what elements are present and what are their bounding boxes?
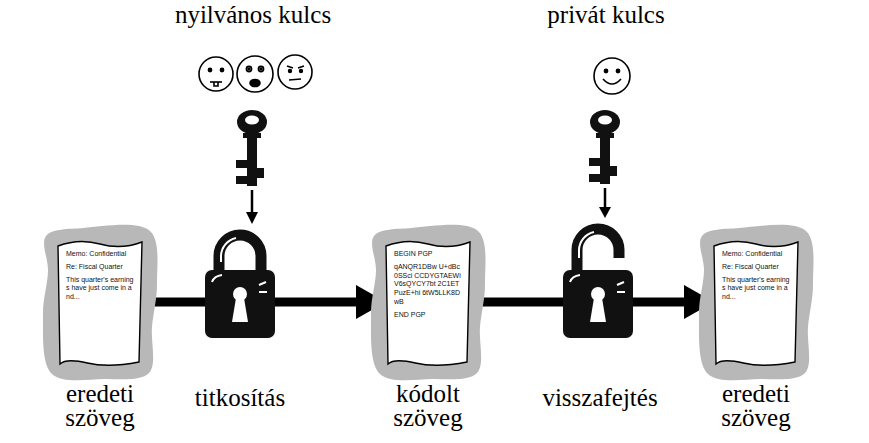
face-group: [594, 58, 630, 94]
closed-padlock: [205, 235, 275, 338]
face: [594, 58, 630, 94]
key-label: privát kulcs: [496, 3, 716, 27]
open-padlock: [563, 229, 633, 338]
face-eye: [616, 69, 619, 72]
key-ring: [237, 110, 267, 134]
paper-group: [699, 225, 814, 381]
document-body: Memo: ConfidentialRe: Fiscal QuarterThis…: [714, 240, 798, 312]
face-eye: [208, 68, 211, 71]
key-bit: [589, 158, 601, 166]
padlock-highlight: [221, 238, 236, 262]
document-body: BEGIN PGP qANQR1DBw U+dBc0SSci CCDYGTAEWi…: [386, 240, 470, 329]
face-mouth: [289, 79, 301, 80]
key-bit: [257, 168, 264, 178]
face-eye: [604, 69, 607, 72]
key-bit: [236, 160, 248, 168]
face-pupil: [248, 68, 250, 70]
padlock-shackle: [577, 229, 619, 274]
step-label: titkosítás: [155, 386, 325, 410]
document-caption: eredeti szöveg: [691, 382, 821, 430]
document-text: This quarter's earnings have just come i…: [722, 276, 791, 302]
document-text: qANQR1DBw U+dBc0SSci CCDYGTAEWi V6sQYCY7…: [394, 263, 463, 307]
key-arrow: [251, 190, 254, 214]
document-text: Re: Fiscal Quarter: [722, 263, 791, 272]
face-brow: [287, 66, 304, 68]
document-page: BEGIN PGP qANQR1DBw U+dBc0SSci CCDYGTAEWi…: [386, 240, 470, 364]
document-page: Memo: ConfidentialRe: Fiscal QuarterThis…: [714, 240, 798, 364]
padlock-highlight: [570, 275, 580, 282]
face-eye: [246, 66, 251, 71]
face-mouth: [210, 81, 222, 83]
key-shaft: [600, 136, 610, 184]
paper-group: [43, 225, 158, 381]
face: [237, 56, 273, 92]
face-eye: [258, 66, 263, 71]
padlock-shackle: [219, 235, 261, 276]
paper-outline: [386, 241, 470, 365]
face-eye: [300, 70, 303, 73]
key-hole: [598, 116, 612, 125]
padlock-highlight: [259, 282, 267, 292]
face-mouth: [603, 79, 621, 84]
key-bit: [610, 166, 617, 176]
step-label: visszafejtés: [515, 386, 685, 410]
key-arrow-head: [599, 207, 611, 218]
face-mouth: [250, 80, 260, 87]
padlock-body: [563, 270, 633, 338]
key-bit: [589, 174, 601, 182]
key-arrow: [604, 188, 607, 209]
paper-shadow: [43, 225, 158, 381]
face-pupil: [260, 68, 262, 70]
key-ring: [590, 110, 620, 134]
key-symbol: [589, 110, 620, 184]
face-eye: [289, 70, 292, 73]
key-bit: [236, 176, 248, 184]
document-page: Memo: ConfidentialRe: Fiscal QuarterThis…: [58, 240, 142, 364]
key-label: nyilvános kulcs: [143, 3, 363, 27]
document-text: END PGP: [394, 311, 463, 320]
document-text: This quarter's earnings have just come i…: [66, 276, 135, 302]
face-group: [199, 55, 312, 92]
key-hole: [245, 116, 259, 125]
document-text: Re: Fiscal Quarter: [66, 263, 135, 272]
key-shaft: [247, 136, 257, 186]
paper-sheet: [40, 222, 160, 382]
padlock-highlight: [579, 232, 594, 258]
paper-sheet: [368, 222, 488, 382]
document-body: Memo: ConfidentialRe: Fiscal QuarterThis…: [58, 240, 142, 312]
face: [199, 57, 233, 91]
paper-sheet: [696, 222, 816, 382]
paper-shadow: [371, 225, 486, 381]
paper-outline: [58, 241, 142, 365]
face-eye: [220, 68, 223, 71]
key-symbol: [236, 110, 267, 186]
padlock-highlight: [617, 282, 625, 292]
face-tongue: [214, 82, 218, 86]
padlock-keyhole: [590, 298, 606, 322]
document-caption: eredeti szöveg: [35, 382, 165, 430]
padlock-highlight: [212, 275, 222, 282]
paper-outline: [714, 241, 798, 365]
paper-group: [371, 225, 486, 381]
face: [278, 55, 312, 89]
padlock-keyhole: [232, 298, 248, 322]
padlock-body: [205, 270, 275, 338]
key-arrow-head: [246, 212, 258, 224]
document-text: BEGIN PGP: [394, 250, 463, 259]
paper-shadow: [699, 225, 814, 381]
document-text: Memo: Confidential: [722, 250, 791, 259]
document-caption: kódolt szöveg: [363, 382, 493, 430]
document-text: Memo: Confidential: [66, 250, 135, 259]
